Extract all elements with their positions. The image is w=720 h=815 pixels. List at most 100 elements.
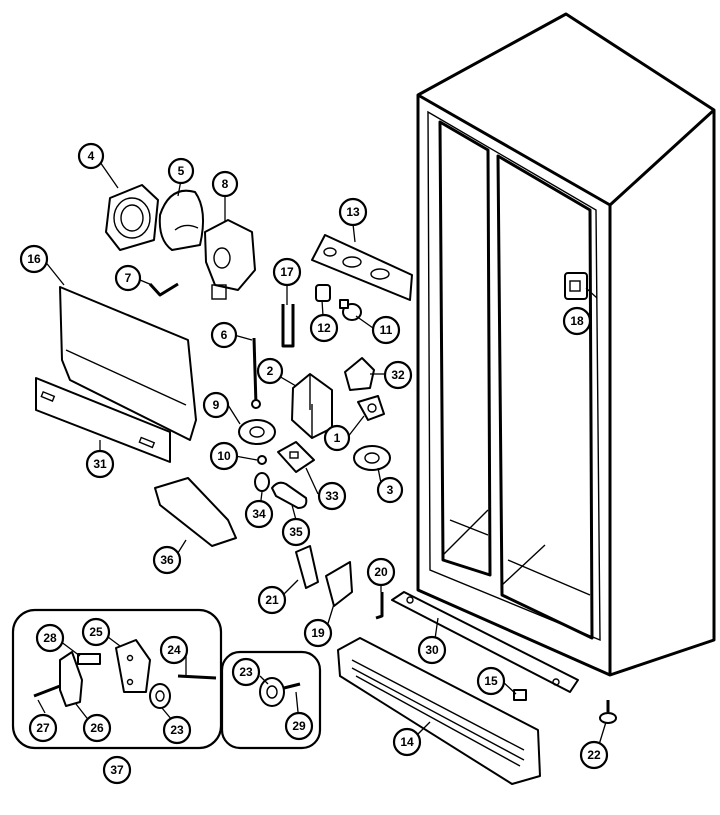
svg-text:21: 21 [265,593,279,607]
svg-text:31: 31 [93,457,107,471]
callout-33: 33 [317,481,347,511]
svg-text:10: 10 [217,449,231,463]
callout-9: 9 [202,391,230,419]
callout-14: 14 [392,727,422,757]
svg-text:9: 9 [213,398,220,412]
svg-text:30: 30 [425,643,439,657]
callout-13: 13 [338,197,368,227]
svg-text:33: 33 [325,489,339,503]
svg-text:4: 4 [88,149,95,163]
callout-28: 28 [35,623,65,653]
part-7-clip [148,282,179,297]
svg-text:35: 35 [289,525,303,539]
part-26-bracket [59,651,83,707]
svg-text:6: 6 [221,328,228,342]
part-8-damper [204,219,256,300]
svg-text:11: 11 [380,323,393,337]
part-1-light-switch [357,395,385,421]
svg-text:15: 15 [484,674,498,688]
part-21-light-lens [295,545,319,589]
part-11-light-bulb [339,299,362,321]
part-23-wheel-a [149,683,171,709]
callout-3: 3 [376,476,404,504]
callout-19: 19 [303,618,333,648]
callout-29: 29 [284,711,314,741]
svg-text:23: 23 [170,723,184,737]
part-29-axle [283,682,301,690]
callout-11: 11 [371,315,401,345]
svg-text:37: 37 [110,763,124,777]
svg-text:32: 32 [391,368,405,382]
svg-text:26: 26 [90,721,104,735]
part-2-control-housing [291,373,333,439]
svg-text:28: 28 [43,631,57,645]
svg-text:12: 12 [317,321,331,335]
part-18-switch [564,272,588,300]
part-16-rear-panel [59,286,197,441]
part-4-air-duct [105,184,159,251]
callout-2: 2 [256,357,284,385]
callout-30: 30 [417,635,447,665]
svg-text:16: 16 [27,252,41,266]
part-22-leveling-leg [599,700,617,724]
part-23-wheel-b [259,677,285,707]
part-12-bulb-socket [315,284,331,302]
part-30-rail [391,591,579,693]
svg-text:23: 23 [239,665,253,679]
callout-26: 26 [82,713,112,743]
svg-text:3: 3 [387,483,394,497]
callout-8: 8 [211,170,239,198]
callout-16: 16 [19,244,49,274]
part-5-duct-cover [158,189,205,251]
callout-31: 31 [85,449,115,479]
part-19-bracket [325,561,353,607]
part-25-motor-bracket [115,639,151,693]
svg-text:27: 27 [36,721,50,735]
part-31-bracket [35,377,171,463]
part-24-screw [177,674,217,680]
callout-4: 4 [77,142,105,170]
callout-6: 6 [210,321,238,349]
callout-18: 18 [562,306,592,336]
svg-text:18: 18 [570,314,584,328]
svg-text:17: 17 [280,265,294,279]
callout-36: 36 [152,545,182,575]
callout-5: 5 [167,157,195,185]
callout-27: 27 [28,713,58,743]
svg-text:24: 24 [167,643,181,657]
callout-17: 17 [272,257,302,287]
svg-text:29: 29 [292,719,306,733]
callout-22: 22 [579,740,609,770]
part-13-mounting-bracket [311,234,413,301]
part-27-screw [33,684,61,698]
part-17-bracket [281,304,295,348]
callout-15: 15 [476,666,506,696]
refrigerator-cabinet [416,12,716,677]
callout-23-inset: 23 [162,715,192,745]
callout-10: 10 [209,441,239,471]
callout-12: 12 [309,313,339,343]
part-9-control-knob [238,419,276,445]
part-10-screw [257,455,267,465]
callout-37: 37 [102,755,132,785]
callout-21: 21 [257,585,287,615]
part-14-toe-grille [337,637,541,785]
part-15-clip [513,689,527,701]
svg-text:36: 36 [160,553,174,567]
svg-text:1: 1 [334,431,341,445]
part-36-cover [154,477,237,547]
callout-35: 35 [281,517,311,547]
callout-34: 34 [244,499,274,529]
svg-text:13: 13 [346,205,360,219]
group-23-29-border [220,650,322,750]
callout-24: 24 [159,635,189,665]
callout-23-wheel: 23 [231,657,261,687]
svg-text:2: 2 [267,364,274,378]
part-32-thermostat [344,357,375,391]
svg-text:5: 5 [178,164,185,178]
svg-text:8: 8 [222,177,229,191]
svg-text:19: 19 [311,626,325,640]
callout-1: 1 [323,424,351,452]
svg-text:34: 34 [252,507,266,521]
